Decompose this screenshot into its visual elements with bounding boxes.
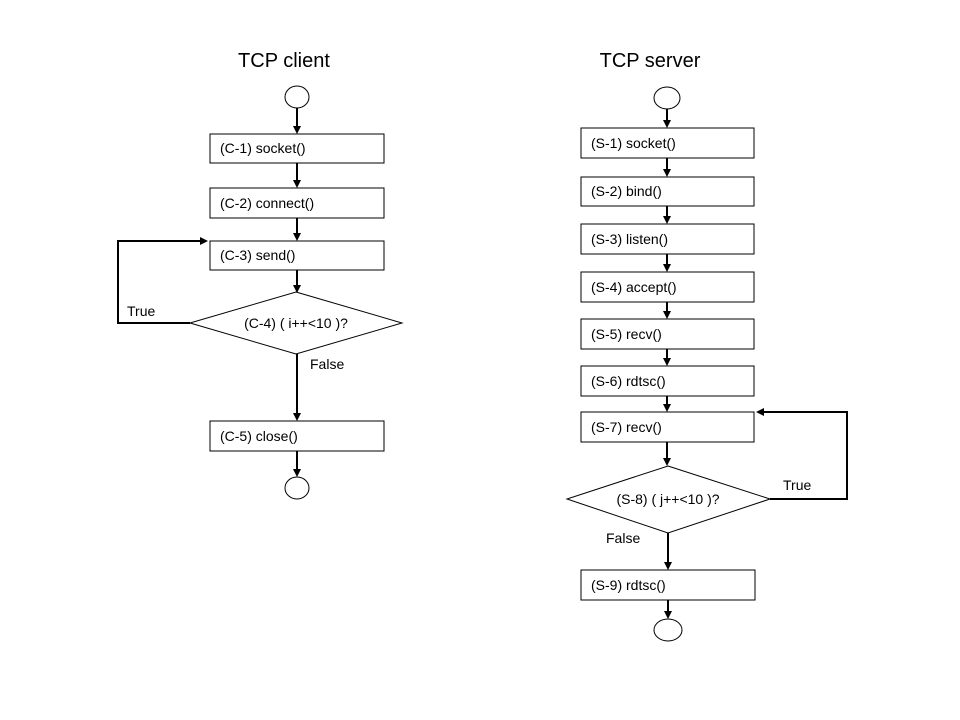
server-false-label: False xyxy=(606,530,640,546)
client-step-c2 xyxy=(209,187,385,219)
server-step-s4 xyxy=(580,271,755,303)
server-true-label: True xyxy=(783,477,811,493)
server-step-s1 xyxy=(580,127,755,159)
client-true-loop xyxy=(117,237,208,324)
server-step-s2-label: (S-2) bind() xyxy=(591,183,662,199)
server-step-s6-label: (S-6) rdtsc() xyxy=(591,373,666,389)
client-true-label: True xyxy=(127,303,155,319)
client-decision-label: (C-4) ( i++<10 )? xyxy=(244,315,348,331)
client-start-terminal xyxy=(284,85,310,109)
client-step-c1-label: (C-1) socket() xyxy=(220,140,306,156)
server-step-s4-label: (S-4) accept() xyxy=(591,279,677,295)
client-end-terminal xyxy=(284,476,310,500)
server-title: TCP server xyxy=(600,50,701,72)
server-step-s9 xyxy=(580,569,756,601)
server-step-s1-label: (S-1) socket() xyxy=(591,135,676,151)
server-step-s3-label: (S-3) listen() xyxy=(591,231,668,247)
server-decision-label: (S-8) ( j++<10 )? xyxy=(616,491,719,507)
server-start-terminal xyxy=(653,86,681,110)
client-step-c3-label: (C-3) send() xyxy=(220,247,295,263)
server-step-s5-label: (S-5) recv() xyxy=(591,326,662,342)
server-true-loop xyxy=(756,408,848,500)
server-end-terminal xyxy=(653,618,683,642)
client-step-c2-label: (C-2) connect() xyxy=(220,195,314,211)
server-step-s6 xyxy=(580,365,755,397)
client-step-c3 xyxy=(209,240,385,271)
client-step-c5-label: (C-5) close() xyxy=(220,428,298,444)
server-step-s5 xyxy=(580,318,755,350)
client-step-c5 xyxy=(209,420,385,452)
server-step-s7-label: (S-7) recv() xyxy=(591,419,662,435)
server-step-s2 xyxy=(580,176,755,207)
client-title: TCP client xyxy=(238,50,330,72)
server-step-s3 xyxy=(580,223,755,255)
client-false-label: False xyxy=(310,356,344,372)
server-step-s9-label: (S-9) rdtsc() xyxy=(591,577,666,593)
